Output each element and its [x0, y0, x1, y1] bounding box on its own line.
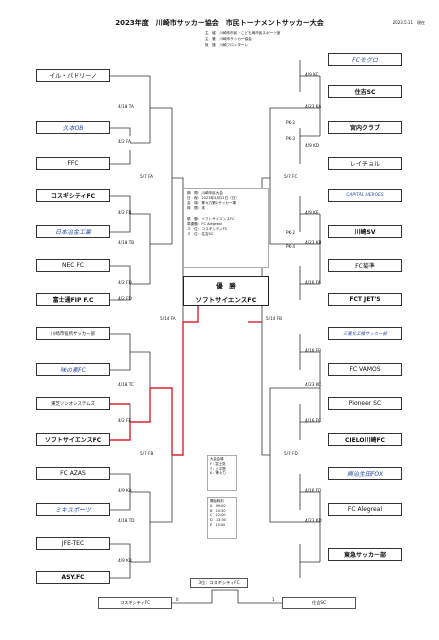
third-place-right-team: 住吉SC [282, 597, 356, 609]
time-legend-title: 開始時刻 [210, 499, 224, 503]
left-match-label: 4/18 TC [118, 382, 134, 387]
info-line: 準優勝：FC Alegreal [187, 222, 222, 226]
right-team-3: 宮内クラブ [328, 121, 402, 134]
right-match-label: 4/16 FB [305, 348, 322, 353]
venue-legend-line: K : 等々力 [210, 471, 226, 476]
pk-label: PK-2 [286, 230, 296, 235]
left-match-label: 4/18 TB [118, 240, 135, 245]
organizer-info: 主 催 川崎市市民・こども局市民スポーツ室 主 管 川崎市サッカー協会 後 援 … [205, 30, 280, 48]
right-team-10: FC VAMOS [328, 363, 402, 376]
right-team-9: 三菱化工機サッカー部 [328, 327, 402, 340]
pk-label: PK-3 [286, 136, 296, 141]
third-place-left-team: コスギシティFC [98, 597, 172, 609]
right-match-label: 4/16 FA [305, 280, 321, 285]
champion-team: ソフトサイエンスFC [195, 296, 257, 304]
venue-legend-line: F : 富士見 [210, 461, 226, 466]
venue-legend-title: 大会会場 [210, 457, 224, 461]
pk-label: PK-4 [286, 244, 296, 249]
left-team-2: 久本OB [36, 121, 110, 134]
left-match-label: 4/2 FE [118, 418, 132, 423]
start-time-legend: 開始時刻 A 09:00 B 10:30 C 12:00 D 13:30 E 1… [207, 497, 237, 539]
right-team-12: CIELO川崎FC [328, 433, 402, 446]
right-team-13: 興治生田FOX [328, 467, 402, 480]
right-match-label: 4/23 KB [305, 240, 322, 245]
right-team-11: Pioneer SC [328, 397, 402, 410]
right-match-label: 4/16 FD [305, 488, 322, 493]
right-team-14: FC Alegreal [328, 503, 402, 516]
update-date: 2023.5.11 現在 [392, 20, 425, 25]
left-team-6: NEC FC [36, 259, 110, 272]
right-match-label: 4/9 KD [305, 143, 320, 148]
right-team-4: レイチョル [328, 157, 402, 170]
champion-label: 優 勝 [216, 282, 236, 290]
info-line: 会 場：等々力第1サッカー場 [187, 201, 237, 205]
right-team-8: FCT JET'S [328, 293, 402, 306]
right-match-label: 4/23 KC [305, 382, 322, 387]
organizer-line: 後 援 川崎フロンターレ [205, 43, 249, 47]
right-team-7: FC菊準 [328, 259, 402, 272]
right-match-label: 4/9 KE [305, 210, 319, 215]
right-team-1: FCモグロ [328, 53, 402, 66]
info-line: 優 勝：ソフトサイエンスFC [187, 217, 235, 221]
left-team-4: コスギシティFC [36, 189, 110, 202]
left-qf-label: 5/7 FA [140, 174, 153, 179]
time-legend-line: A 09:00 [210, 503, 226, 508]
pk-label: PK-2 [286, 120, 296, 125]
left-team-11: ソフトサイエンスFC [36, 433, 110, 446]
left-match-label: 4/2 FD [118, 280, 132, 285]
info-line: 期 間：川崎市民大会 [187, 191, 223, 195]
left-match-label: 4/2 FB [118, 210, 132, 215]
right-team-6: 川崎SV [328, 225, 402, 238]
info-line: ３ 位：住吉SC [187, 232, 214, 236]
left-match-label: 4/18 TD [118, 518, 135, 523]
right-qf-label: 5/7 FC [284, 174, 298, 179]
right-team-5: CAPITAL HEROES [328, 189, 402, 202]
left-team-9: 味の素FC [36, 363, 110, 376]
left-team-3: FFC [36, 157, 110, 170]
info-line: 時 間：未 [187, 206, 205, 210]
time-legend-line: D 13:30 [210, 518, 226, 523]
tournament-info-box: 期 間：川崎市民大会 日 程：2023年5月21日（日） 会 場：等々力第1サッ… [183, 188, 269, 268]
time-legend-line: B 10:30 [210, 508, 226, 513]
left-team-8: 川崎市役所サッカー部 [36, 327, 110, 340]
right-team-2: 住吉SC [328, 85, 402, 98]
left-team-7: 富士通FIP F.C [36, 293, 110, 306]
left-match-label: 4/9 KB [118, 558, 132, 563]
info-line: 日 程：2023年5月21日（日） [187, 196, 239, 200]
organizer-line: 主 催 川崎市市民・こども局市民スポーツ室 [205, 31, 281, 35]
right-match-label: 4/23 KD [305, 518, 322, 523]
left-team-12: FC AZAS [36, 467, 110, 480]
third-place-left-score: 0 [176, 597, 179, 602]
right-match-label: 4/16 FC [305, 418, 322, 423]
venue-legend-line: T : 上平間 [210, 466, 226, 471]
third-place-right-score: 1 [272, 597, 275, 602]
left-sf-label: 5/14 FA [160, 316, 176, 321]
left-qf-label: 5/7 FB [140, 451, 154, 456]
venue-legend: 大会会場 F : 富士見 T : 上平間 K : 等々力 [207, 455, 237, 491]
champion-box: 優 勝 ソフトサイエンスFC [183, 276, 269, 306]
left-team-5: 日本冶金工業 [36, 225, 110, 238]
left-team-15: ASY.FC [36, 571, 110, 584]
page-title: 2023年度 川崎市サッカー協会 市民トーナメントサッカー大会 [115, 19, 324, 27]
left-team-13: ミキスポーツ [36, 503, 110, 516]
left-match-label: 4/18 TA [118, 104, 134, 109]
right-qf-label: 5/7 FD [284, 451, 298, 456]
time-legend-line: C 12:00 [210, 513, 226, 518]
left-match-label: 4/2 FD [118, 296, 132, 301]
organizer-line: 主 管 川崎市サッカー協会 [205, 37, 252, 41]
left-team-1: イル・パドリーノ [36, 69, 110, 82]
right-sf-label: 5/14 FB [266, 316, 283, 321]
left-team-14: JFE-TEC [36, 537, 110, 550]
time-legend-line: E 15:00 [210, 522, 226, 527]
right-team-15: 東急サッカー部 [328, 548, 402, 561]
left-team-10: 東芝ソシオシステムズ [36, 397, 110, 410]
third-place-label: 3位：コスギシティFC [190, 578, 248, 588]
info-line: ３ 位：コスギシティFC [187, 227, 228, 231]
right-match-label: 4/9 KC [305, 72, 319, 77]
right-match-label: 4/23 KA [305, 104, 322, 109]
left-match-label: 4/2 FA [118, 139, 131, 144]
left-match-label: 4/9 KA [118, 488, 132, 493]
